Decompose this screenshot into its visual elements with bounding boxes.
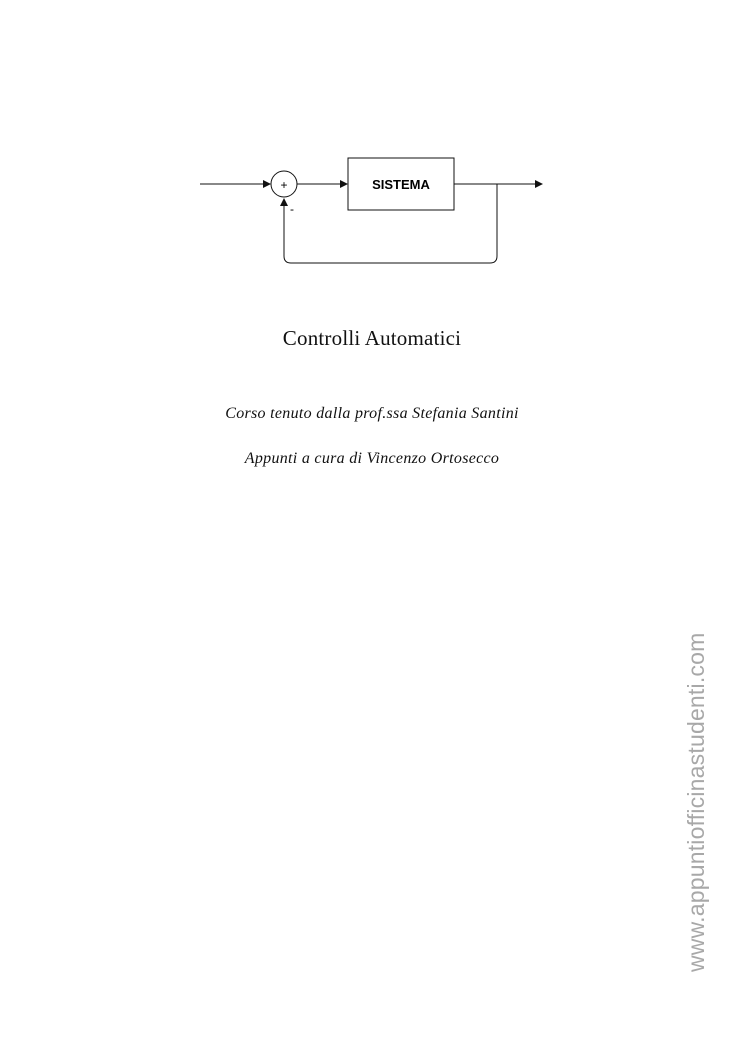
sum-minus-sign: - (290, 202, 294, 216)
watermark-text: www.appuntiofficinastudenti.com (683, 632, 709, 972)
feedback-block-diagram: + - SISTEMA (0, 0, 744, 300)
system-block-label: SISTEMA (372, 177, 430, 192)
sum-plus-sign: + (280, 178, 287, 192)
course-line: Corso tenuto dalla prof.ssa Stefania San… (225, 405, 519, 422)
feedback-path (280, 184, 498, 264)
system-block (347, 157, 455, 211)
diagram-svg: + - SISTEMA (200, 157, 543, 264)
document-title: Controlli Automatici (282, 326, 462, 350)
notes-author-line: Appunti a cura di Vincenzo Ortosecco (244, 450, 500, 467)
